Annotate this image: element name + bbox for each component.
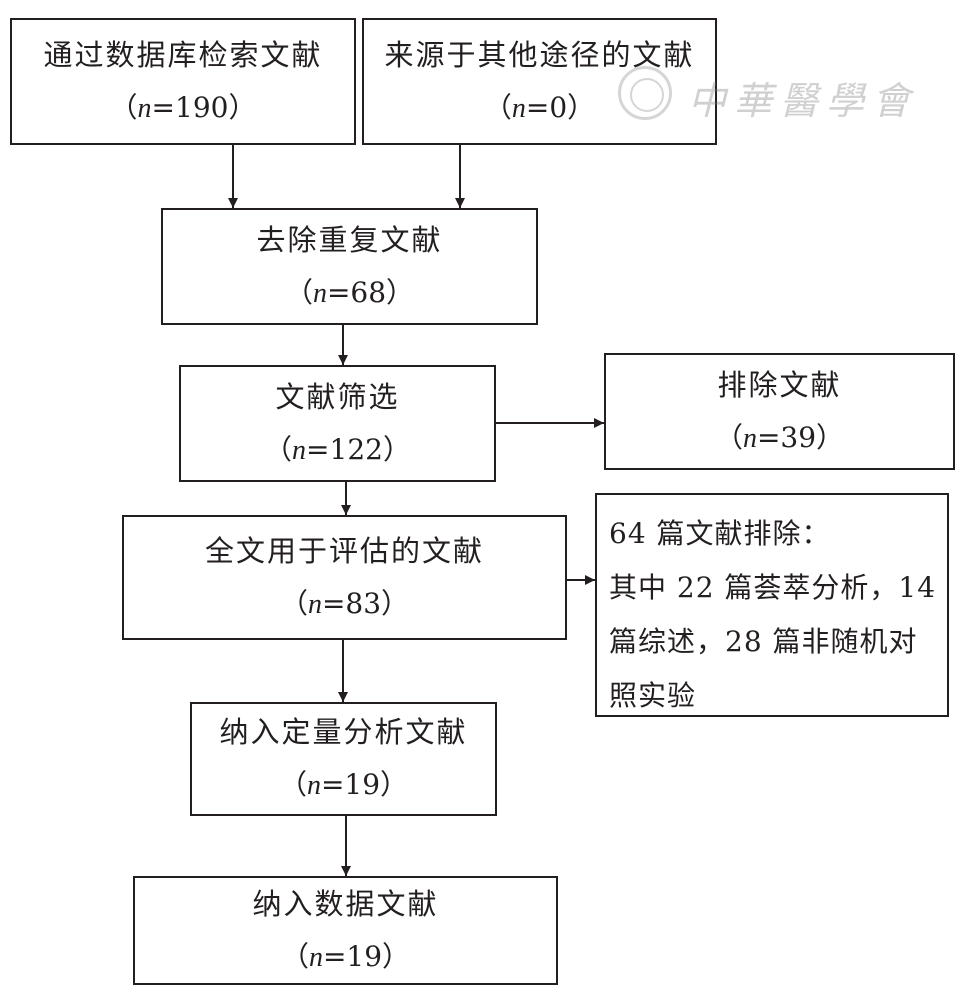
node-db-search: 通过数据库检索文献 （n=190） bbox=[10, 18, 356, 145]
node-fulltext-title: 全文用于评估的文献 bbox=[204, 533, 484, 568]
node-dedup: 去除重复文献 （n=68） bbox=[161, 208, 538, 325]
node-included-data: 纳入数据文献 （n=19） bbox=[133, 876, 558, 985]
exclusion-note-line: 篇综述，28 篇非随机对 bbox=[609, 625, 918, 658]
node-excluded-count: （n=39） bbox=[714, 420, 845, 454]
node-dedup-count: （n=68） bbox=[284, 275, 415, 309]
node-quantitative-count: （n=19） bbox=[278, 768, 409, 802]
node-excluded: 排除文献 （n=39） bbox=[604, 353, 955, 470]
exclusion-note-box: 64 篇文献排除： 其中 22 篇荟萃分析，14 篇综述，28 篇非随机对 照实… bbox=[595, 493, 949, 717]
node-screening-title: 文献筛选 bbox=[275, 379, 400, 414]
node-excluded-title: 排除文献 bbox=[717, 367, 842, 402]
node-dedup-title: 去除重复文献 bbox=[256, 222, 443, 257]
watermark-logo: 中華醫學會 bbox=[618, 64, 918, 124]
seal-icon bbox=[618, 66, 672, 120]
node-fulltext: 全文用于评估的文献 （n=83） bbox=[122, 515, 567, 640]
node-screening: 文献筛选 （n=122） bbox=[179, 365, 496, 482]
node-included-data-count: （n=19） bbox=[280, 939, 411, 973]
node-included-data-title: 纳入数据文献 bbox=[252, 886, 439, 921]
node-screening-count: （n=122） bbox=[264, 432, 411, 466]
node-db-search-count: （n=190） bbox=[109, 90, 257, 124]
node-quantitative: 纳入定量分析文献 （n=19） bbox=[190, 702, 497, 816]
exclusion-note-line: 其中 22 篇荟萃分析，14 bbox=[609, 571, 937, 604]
exclusion-note-line: 照实验 bbox=[609, 679, 697, 712]
node-fulltext-count: （n=83） bbox=[279, 586, 410, 620]
watermark-text: 中華醫學會 bbox=[688, 79, 919, 123]
exclusion-note-line: 64 篇文献排除： bbox=[609, 517, 831, 550]
node-other-source: 来源于其他途径的文献 （n=0） bbox=[362, 18, 717, 145]
node-db-search-title: 通过数据库检索文献 bbox=[43, 37, 323, 72]
node-other-source-count: （n=0） bbox=[483, 90, 596, 124]
node-quantitative-title: 纳入定量分析文献 bbox=[219, 715, 468, 750]
